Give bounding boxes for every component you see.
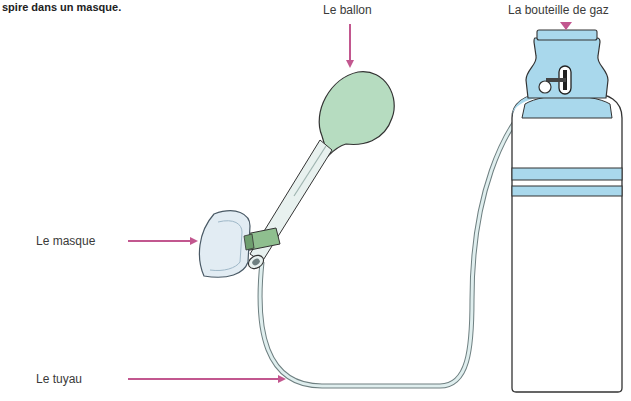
leader-arrow — [128, 240, 196, 242]
caption-fragment: spire dans un masque. — [2, 0, 121, 14]
mask — [199, 211, 280, 277]
part-label: Le ballon — [323, 3, 372, 17]
leader-arrow — [128, 378, 284, 380]
leader-arrow-head — [560, 22, 572, 30]
part-label: Le tuyau — [36, 372, 82, 386]
part-label: Le masque — [36, 234, 95, 248]
hose-inner — [260, 90, 543, 386]
leader-arrow — [349, 24, 351, 66]
gas-bottle — [512, 30, 622, 392]
part-label: La bouteille de gaz — [508, 3, 609, 17]
hose — [260, 90, 543, 386]
